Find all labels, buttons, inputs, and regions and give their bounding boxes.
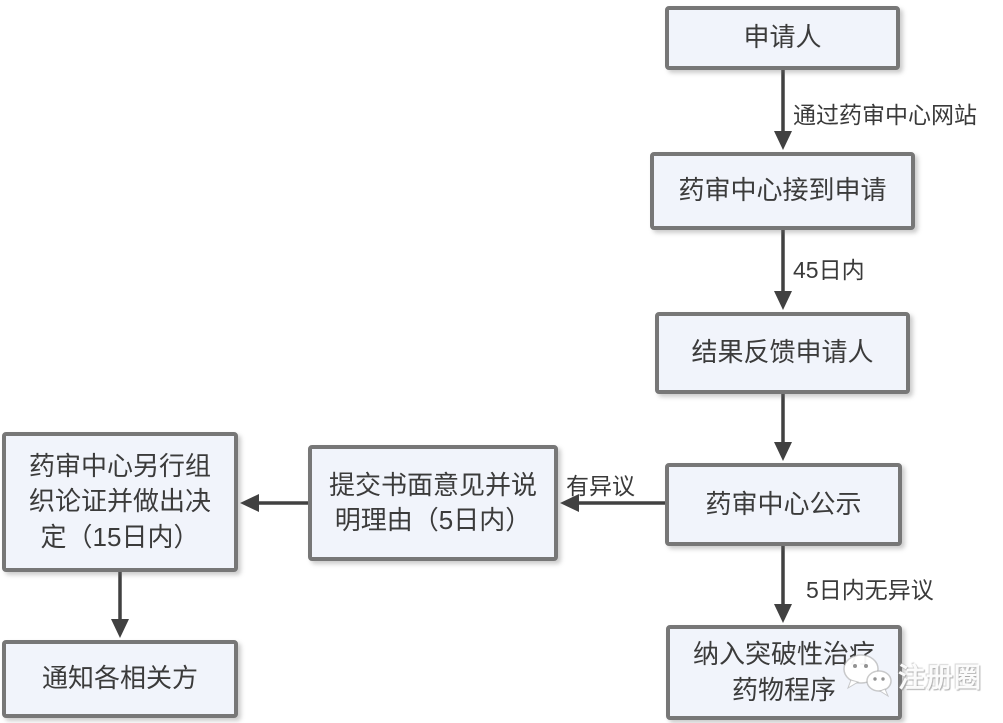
node-submit-written-opinion-label: 提交书面意见并说明理由（5日内） — [328, 469, 537, 535]
arrow-receive-to-feedback — [774, 230, 792, 310]
watermark-text: 注册圈 — [898, 662, 982, 693]
arrow-applicant-to-receive — [774, 70, 792, 150]
edge-label-within-45-days: 45日内 — [793, 257, 865, 283]
node-cde-receives-application: 药审中心接到申请 — [650, 152, 915, 230]
node-cde-public-notice: 药审中心公示 — [665, 463, 902, 546]
node-cde-public-notice-label: 药审中心公示 — [705, 488, 862, 519]
edge-label-no-objection-within-5-days: 5日内无异议 — [806, 577, 934, 603]
arrow-submit-to-decide — [240, 494, 308, 512]
arrow-publicity-to-include — [774, 546, 792, 623]
node-cde-organize-demonstration-decision-label: 药审中心另行组织论证并做出决定（15日内） — [28, 451, 211, 552]
watermark: 注册圈 — [841, 652, 982, 698]
node-applicant: 申请人 — [665, 6, 900, 70]
node-cde-receives-application-label: 药审中心接到申请 — [678, 175, 887, 206]
arrow-feedback-to-publicity — [774, 394, 792, 461]
node-notify-relevant-parties-label: 通知各相关方 — [41, 663, 198, 694]
edge-label-via-cde-website: 通过药审中心网站 — [793, 102, 977, 128]
edge-label-objection: 有异议 — [566, 473, 635, 499]
wechat-logo-icon — [843, 654, 892, 698]
node-submit-written-opinion: 提交书面意见并说明理由（5日内） — [308, 445, 558, 561]
node-cde-organize-demonstration-decision: 药审中心另行组织论证并做出决定（15日内） — [2, 432, 238, 572]
arrow-decide-to-notify — [111, 572, 129, 638]
node-result-feedback-to-applicant: 结果反馈申请人 — [655, 312, 910, 394]
arrow-publicity-to-submit — [560, 494, 665, 512]
node-result-feedback-to-applicant-label: 结果反馈申请人 — [691, 337, 874, 368]
node-applicant-label: 申请人 — [743, 22, 822, 53]
node-notify-relevant-parties: 通知各相关方 — [2, 640, 238, 718]
